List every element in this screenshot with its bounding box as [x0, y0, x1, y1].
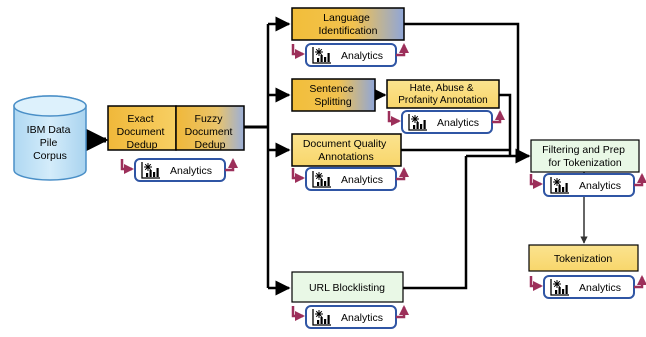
corpus-label-line: IBM Data [27, 124, 71, 136]
step-document-quality: Document Quality Annotations [291, 133, 402, 167]
doc-quality-label: Document Quality Annotations [303, 138, 389, 163]
analytics-dedup: Analytics [120, 158, 238, 182]
feedback-arrow-icon [387, 111, 401, 126]
corpus-label-line: Corpus [33, 150, 67, 162]
analytics-chart-icon [312, 171, 331, 188]
label-line: Document Quality [303, 138, 387, 150]
filtering-prep-label: Filtering and Prep for Tokenization [542, 144, 628, 169]
label-line: Profanity Annotation [398, 95, 488, 106]
corpus-database: IBM Data Pile Corpus [13, 95, 87, 181]
analytics-label: Analytics [437, 117, 479, 129]
label-line: Fuzzy [195, 113, 224, 125]
feedback-arrow-icon [529, 174, 543, 189]
step-hap-annotation: Hate, Abuse & Profanity Annotation [386, 79, 500, 109]
feedback-arrow-icon [291, 168, 305, 183]
analytics-language-id: Analytics [291, 43, 409, 67]
analytics-chart-icon [312, 47, 331, 64]
label-line: Dedup [127, 139, 158, 151]
label-line: Dedup [195, 139, 226, 151]
label-line: for Tokenization [548, 157, 622, 169]
hap-label: Hate, Abuse & Profanity Annotation [398, 83, 488, 106]
step-tokenization: Tokenization [528, 244, 639, 272]
feedback-arrow-icon [291, 44, 305, 59]
language-id-label: Language Identification [319, 12, 378, 37]
analytics-label: Analytics [341, 174, 383, 186]
analytics-url-blocklisting: Analytics [291, 305, 409, 329]
feedback-arrow-icon [396, 305, 409, 319]
step-exact-dedup: Exact Document Dedup [107, 105, 177, 151]
connector-url-to-filtering [403, 156, 468, 290]
step-language-identification: Language Identification [291, 7, 405, 41]
analytics-label: Analytics [170, 165, 212, 177]
label-line: Identification [319, 25, 378, 37]
analytics-label: Analytics [341, 312, 383, 324]
feedback-arrow-icon [120, 159, 134, 174]
feedback-arrow-icon [225, 158, 238, 172]
analytics-label: Analytics [579, 180, 621, 192]
label-line: Sentence [309, 83, 354, 95]
label-line: Splitting [314, 96, 352, 108]
corpus-label-line: Pile [40, 137, 58, 149]
url-blocklisting-label: URL Blocklisting [309, 282, 385, 294]
label-line: Document [117, 126, 165, 138]
label-line: Hate, Abuse & [410, 83, 474, 94]
analytics-hap: Analytics [387, 110, 505, 134]
step-filtering-prep: Filtering and Prep for Tokenization [530, 139, 640, 173]
feedback-arrow-icon [529, 276, 543, 291]
connector-hap-to-filtering [499, 93, 512, 156]
analytics-filtering-prep: Analytics [529, 173, 646, 197]
feedback-arrow-icon [396, 167, 409, 181]
analytics-label: Analytics [341, 50, 383, 62]
flow-connectors [83, 16, 588, 296]
feedback-arrow-icon [634, 275, 646, 289]
sentence-split-label: Sentence Splitting [309, 83, 356, 108]
analytics-chart-icon [312, 309, 331, 326]
label-line: Filtering and Prep [542, 144, 625, 156]
analytics-badges: AnalyticsAnalyticsAnalyticsAnalyticsAnal… [120, 43, 646, 329]
label-line: Exact [127, 113, 153, 125]
step-url-blocklisting: URL Blocklisting [291, 271, 404, 303]
corpus-label: IBM Data Pile Corpus [27, 124, 74, 162]
analytics-chart-icon [141, 162, 160, 179]
exact-dedup-label: Exact Document Dedup [117, 113, 168, 151]
tokenization-label: Tokenization [554, 253, 613, 265]
label-line: Document [185, 126, 233, 138]
analytics-chart-icon [408, 114, 427, 131]
step-sentence-splitting: Sentence Splitting [291, 78, 376, 112]
connector-language-to-filtering [404, 22, 520, 156]
database-icon-top [13, 95, 87, 117]
feedback-arrow-icon [291, 306, 305, 321]
analytics-chart-icon [550, 177, 569, 194]
feedback-arrow-icon [396, 43, 409, 57]
feedback-arrow-icon [634, 173, 646, 187]
analytics-tokenization: Analytics [529, 275, 646, 299]
step-fuzzy-dedup: Fuzzy Document Dedup [175, 105, 245, 151]
analytics-label: Analytics [579, 282, 621, 294]
fuzzy-dedup-label: Fuzzy Document Dedup [185, 113, 236, 151]
feedback-arrow-icon [492, 110, 505, 124]
analytics-doc-quality: Analytics [291, 167, 409, 191]
label-line: Language [323, 12, 370, 24]
analytics-chart-icon [550, 279, 569, 296]
label-line: Annotations [318, 151, 373, 163]
